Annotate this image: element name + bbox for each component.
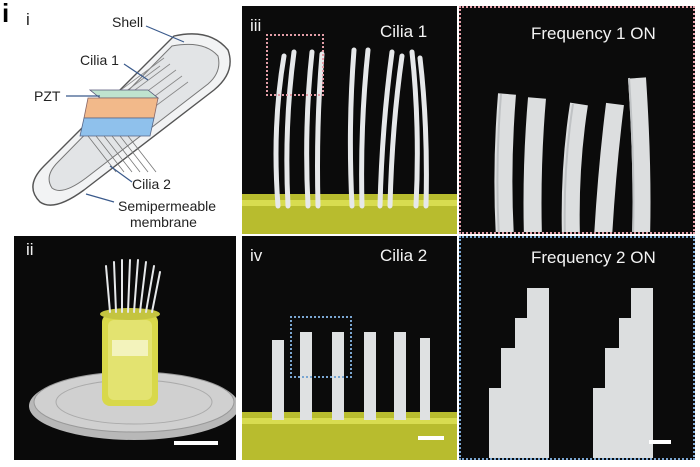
frequency-2-photo bbox=[489, 288, 671, 458]
panel-iii-zoom: Frequency 1 ON bbox=[459, 6, 695, 234]
panel-i-schematic: i Shell Cilia 1 PZT Cilia 2 Semipermeabl… bbox=[14, 6, 236, 234]
panel-iv-zoom-title: Frequency 2 ON bbox=[531, 248, 656, 267]
frequency-1-photo bbox=[494, 77, 651, 232]
device-cilia bbox=[105, 259, 161, 313]
zoom-box-pink bbox=[266, 34, 324, 96]
label-shell: Shell bbox=[112, 14, 144, 30]
panel-iv-cilia-2: iv Cilia 2 bbox=[242, 236, 457, 460]
zoom-box-blue bbox=[290, 316, 352, 378]
figure-letter: i bbox=[2, 0, 10, 28]
cilia-2-fibers bbox=[272, 332, 430, 420]
label-cilia-2: Cilia 2 bbox=[132, 176, 171, 192]
cilia-1-fibers bbox=[273, 47, 429, 209]
panel-iv-title: Cilia 2 bbox=[380, 246, 428, 265]
capsule-schematic bbox=[32, 25, 231, 206]
frequency-2-fibers bbox=[489, 288, 653, 458]
panel-iv-zoom: Frequency 2 ON bbox=[459, 236, 695, 460]
scale-bar-zoom bbox=[649, 440, 671, 444]
scale-bar-iv bbox=[418, 436, 444, 440]
panel-ii-photo: ii bbox=[14, 236, 236, 460]
pzt-blue-layer bbox=[79, 117, 155, 137]
panel-iii-numeral: iii bbox=[250, 16, 262, 35]
scale-bar bbox=[174, 441, 218, 445]
label-membrane: membrane bbox=[130, 214, 197, 230]
device-on-coin bbox=[29, 259, 236, 445]
frequency-1-fibers bbox=[494, 77, 651, 232]
pzt-green-layer bbox=[88, 89, 160, 99]
label-semipermeable: Semipermeable bbox=[118, 198, 217, 214]
cilia-2-photo bbox=[242, 332, 457, 460]
label-pzt: PZT bbox=[34, 88, 61, 104]
cilia-1-photo bbox=[242, 47, 457, 234]
panel-iii-title: Cilia 1 bbox=[380, 22, 428, 41]
label-cilia-1: Cilia 1 bbox=[80, 52, 119, 68]
panel-iii-zoom-title: Frequency 1 ON bbox=[531, 24, 656, 43]
pzt-orange-layer bbox=[83, 97, 159, 119]
panel-iv-numeral: iv bbox=[250, 246, 263, 265]
panel-iii-cilia-1: iii Cilia 1 bbox=[242, 6, 457, 234]
panel-ii-numeral: ii bbox=[26, 240, 34, 259]
panel-i-numeral: i bbox=[26, 10, 30, 29]
